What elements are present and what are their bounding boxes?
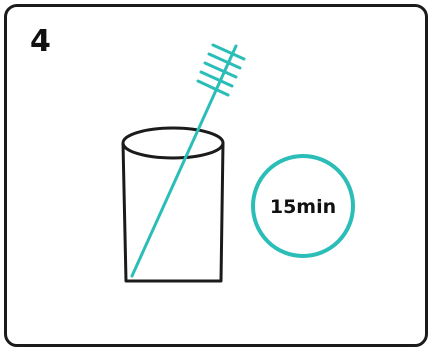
timer-circle-icon: 15min (253, 156, 353, 256)
cup-rim (123, 128, 223, 158)
timer-label: 15min (270, 196, 336, 218)
swab-icon (132, 45, 244, 276)
cup-icon (123, 128, 223, 281)
